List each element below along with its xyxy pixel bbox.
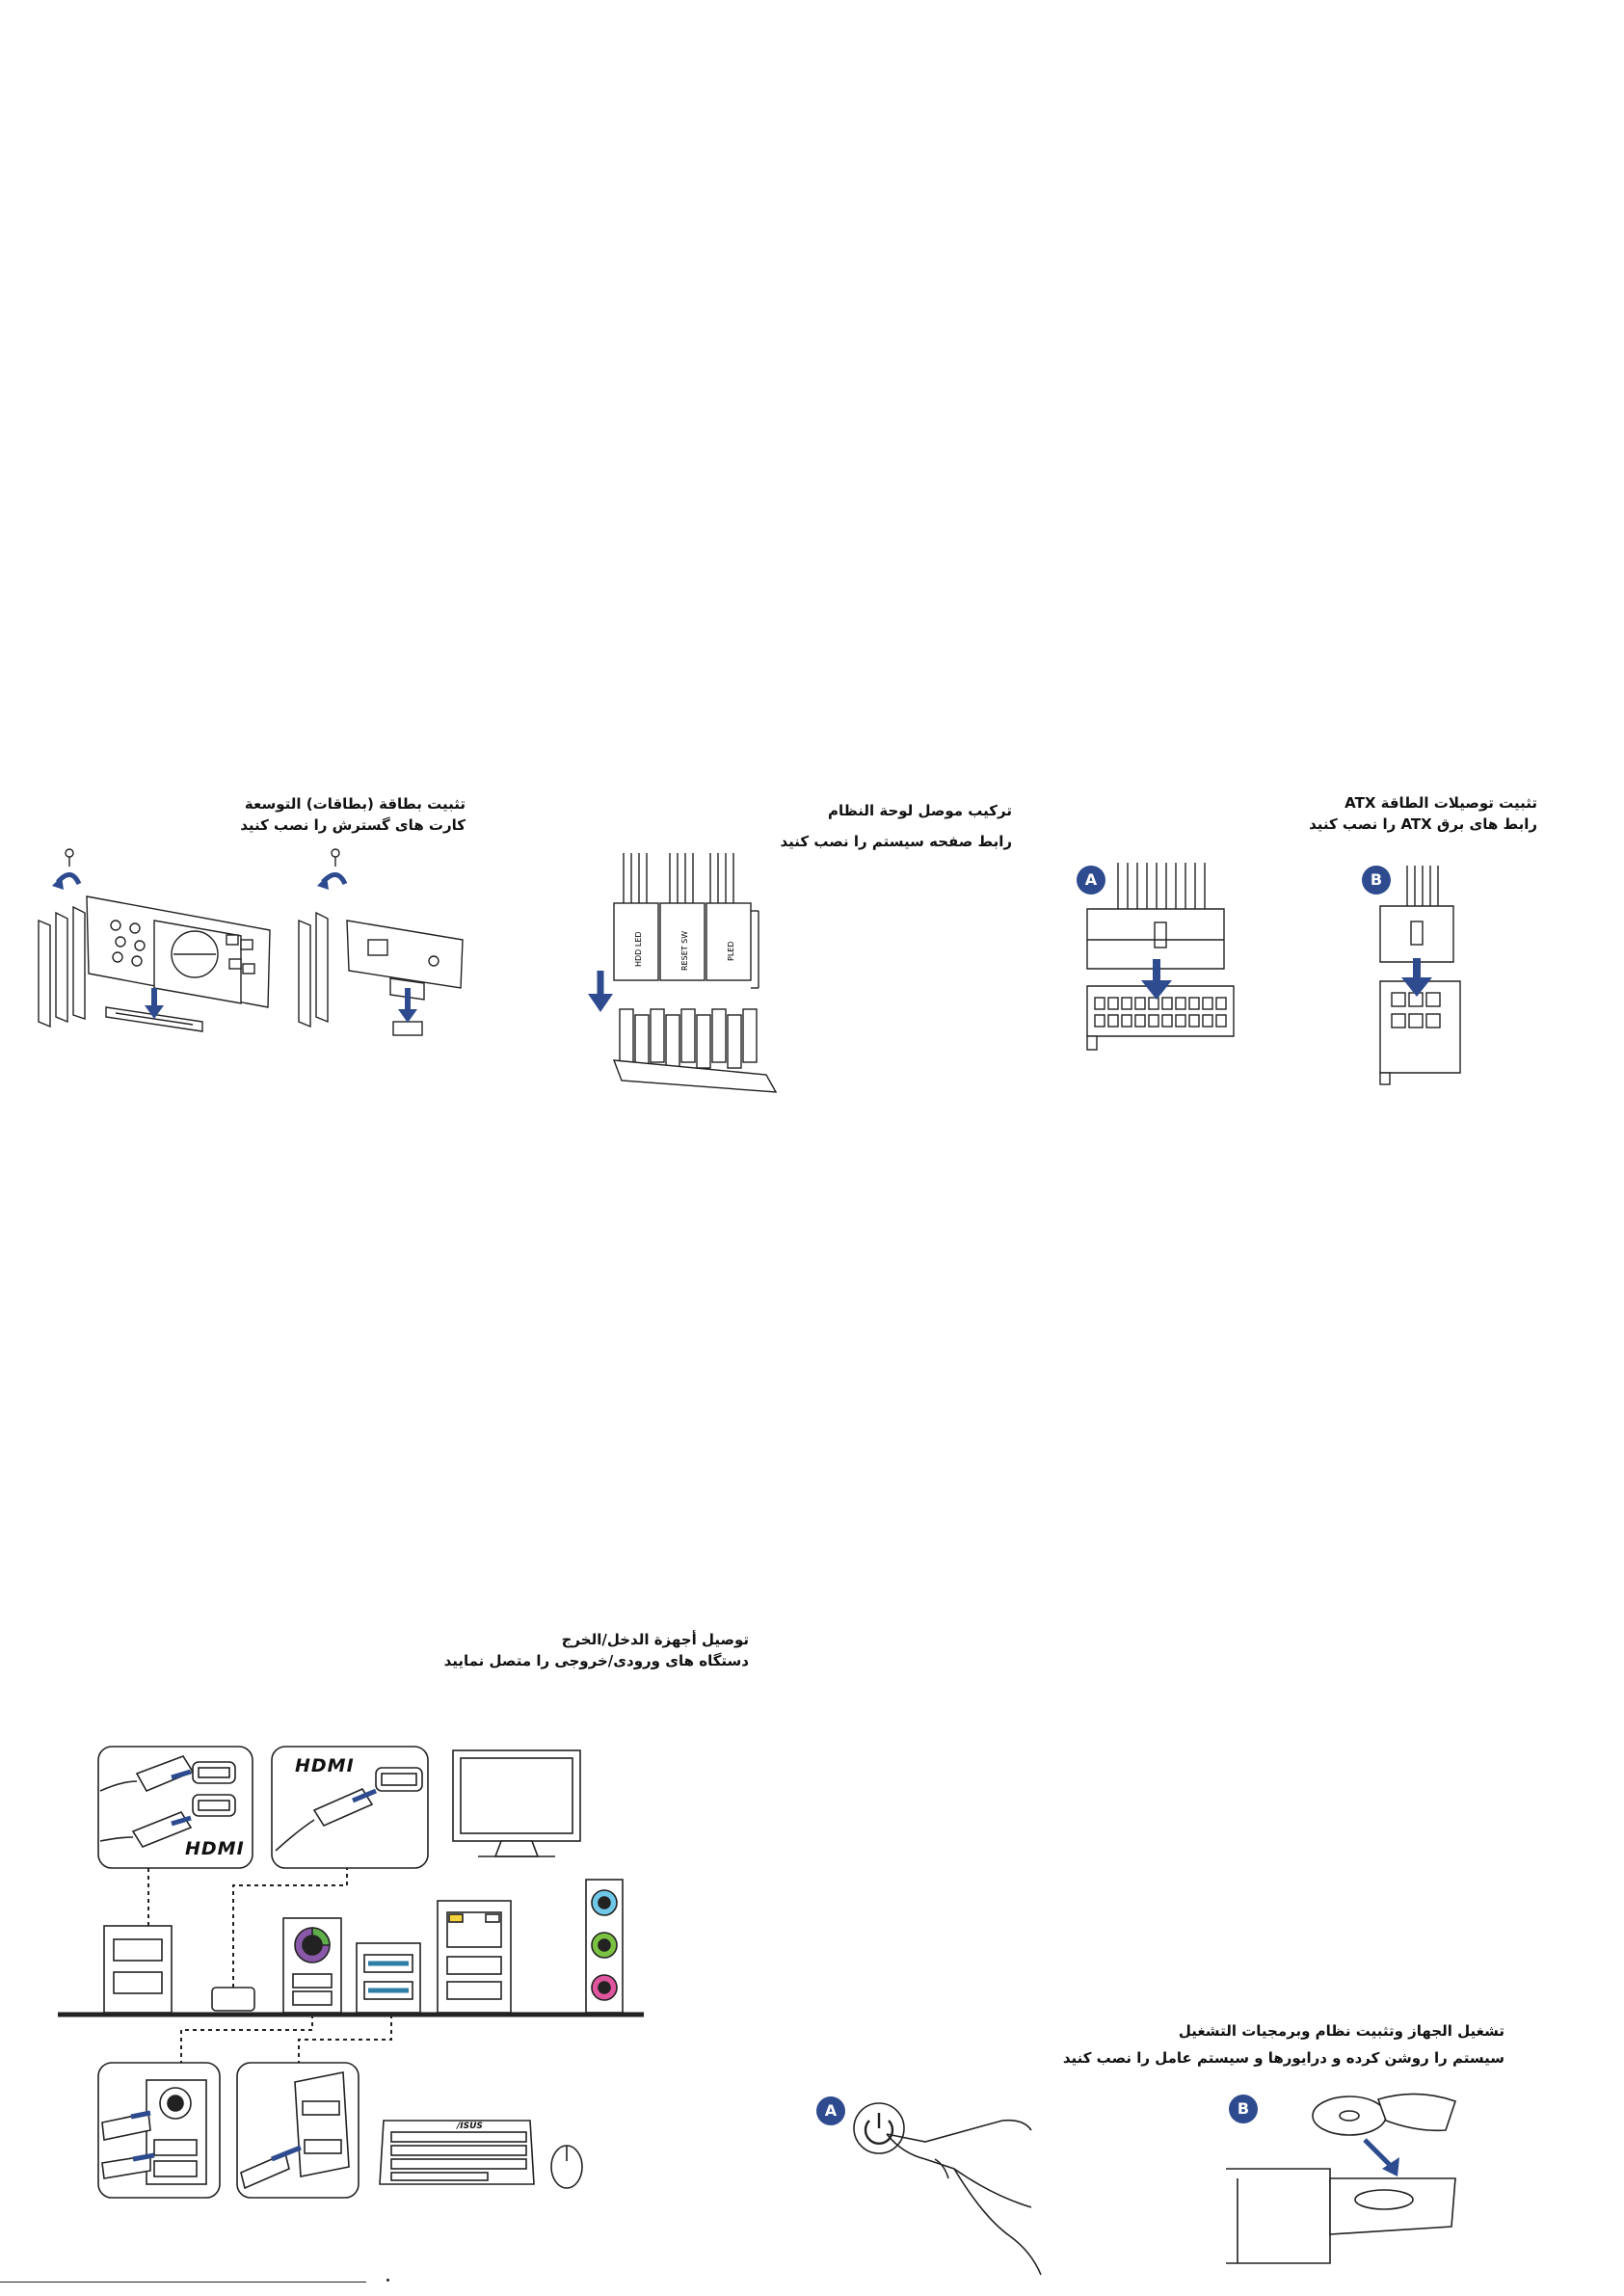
atx-title-fa: رابط های برق ATX را نصب کنید <box>1309 815 1537 833</box>
atx-step-b-badge: B <box>1362 866 1391 894</box>
io-title-ar: توصيل أجهزة الدخل/الخرج <box>561 1631 749 1648</box>
expansion-title-ar: تثبيت بطاقة (بطاقات) التوسعة <box>244 795 466 813</box>
io-devices-illustration: HDMI HDMI <box>58 1746 644 2199</box>
monitor-icon <box>452 1749 581 1857</box>
lan-port <box>437 1900 512 2014</box>
asus-logo: /ISUS <box>456 2122 483 2131</box>
hdmi-logo-1: HDMI <box>185 1838 245 1859</box>
expansion-card-heading: تثبيت بطاقة (بطاقات) التوسعة کارت های گس… <box>240 793 466 836</box>
displayport-port <box>103 1925 173 2014</box>
io-title-fa: دستگاه های ورودی/خروجی را متصل نمایید <box>443 1652 749 1669</box>
power-title-ar: تشغيل الجهاز وتثبيت نظام وبرمجيات التشغي… <box>1178 2022 1504 2040</box>
ps2-port <box>282 1917 342 2014</box>
expansion-card-illustration <box>38 848 464 1036</box>
usb3-ports <box>356 1942 421 2014</box>
panel-connector-illustration: HDD LED RESET SW PLED <box>588 853 778 1093</box>
power-button-illustration <box>853 2102 1042 2276</box>
power-title-fa: سیستم را روشن کرده و درایورها و سیستم عا… <box>1062 2049 1504 2067</box>
power-step-a-badge: A <box>816 2096 845 2125</box>
install-disc-illustration <box>1226 2093 1457 2264</box>
hdmi-port <box>211 1987 255 2012</box>
panel-title-ar: تركيب موصل لوحة النظام <box>827 802 1012 819</box>
screw-icon <box>331 848 340 867</box>
expansion-title-fa: کارت های گسترش را نصب کنید <box>240 816 466 834</box>
atx-title-ar: تثبيت توصيلات الطاقة ATX <box>1344 794 1537 812</box>
power-step-b-badge: B <box>1229 2095 1258 2123</box>
atx-step-a-badge: A <box>1077 866 1105 894</box>
page-bottom-rule <box>0 2282 366 2283</box>
screw-icon <box>65 848 74 867</box>
hdmi-logo-2: HDMI <box>295 1755 355 1776</box>
page-bottom-dot <box>386 2279 389 2282</box>
power-on-heading: تشغيل الجهاز وتثبيت نظام وبرمجيات التشغي… <box>1063 2020 1504 2069</box>
panel-connector-heading: تركيب موصل لوحة النظام رابط صفحه سیستم ر… <box>780 800 1012 852</box>
audio-jacks <box>585 1879 624 2014</box>
mouse-icon <box>550 2145 583 2189</box>
panel-title-fa: رابط صفحه سیستم را نصب کنید <box>780 833 1012 850</box>
pin-label-pled: PLED <box>727 942 735 962</box>
keyboard-icon: /ISUS <box>379 2120 535 2185</box>
io-devices-heading: توصيل أجهزة الدخل/الخرج دستگاه های ورودی… <box>444 1629 749 1671</box>
atx-24pin-illustration <box>1086 863 1235 1051</box>
pin-label-reset-sw: RESET SW <box>680 931 689 971</box>
atx-power-heading: تثبيت توصيلات الطاقة ATX رابط های برق AT… <box>1309 792 1537 835</box>
pin-label-hdd-led: HDD LED <box>634 931 643 967</box>
atx-8pin-illustration <box>1379 866 1461 1085</box>
